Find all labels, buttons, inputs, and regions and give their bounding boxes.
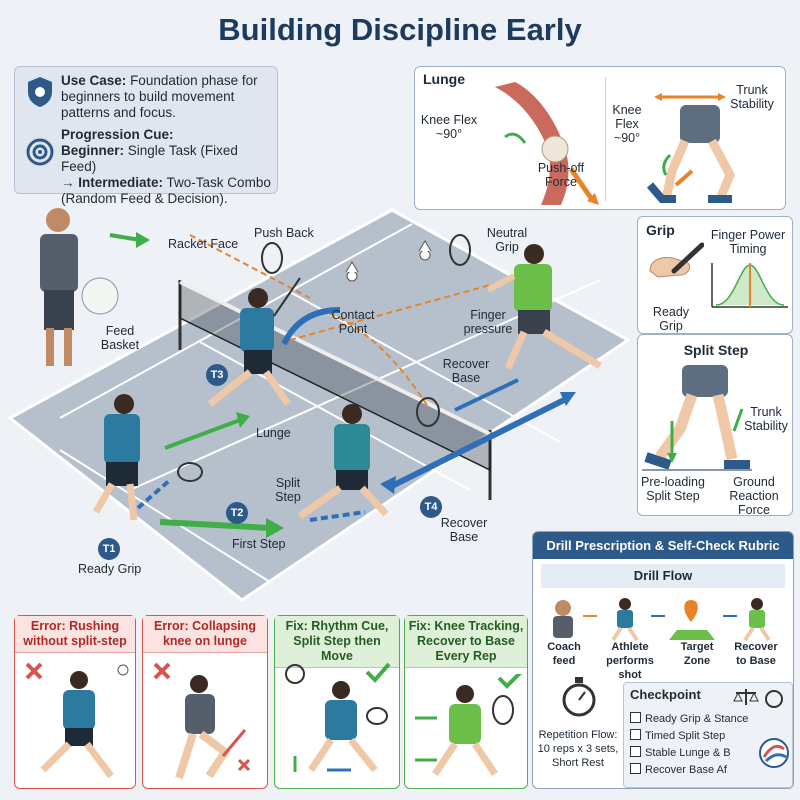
drill-flow-icons xyxy=(553,598,771,642)
rushing-player-illustration xyxy=(25,662,129,779)
fix-card-rhythm: Fix: Rhythm Cue, Split Step then Move xyxy=(274,615,400,789)
recover-base-label-bottom: Recover Base xyxy=(440,516,488,544)
player-top-right xyxy=(449,234,602,370)
check-icon xyxy=(365,662,391,683)
grip-title: Grip xyxy=(646,222,675,238)
checklist-item[interactable]: Timed Split Step xyxy=(630,728,748,745)
preloading-label: Pre-loading Split Step xyxy=(641,475,705,503)
info-box: Use Case: Foundation phase for beginners… xyxy=(14,66,278,206)
lunge-label: Lunge xyxy=(256,426,291,440)
checkpoint-box: Checkpoint Ready Grip & Stance Timed Spl… xyxy=(623,682,793,788)
t1-marker: T1 xyxy=(98,538,120,560)
intermediate-text: Two-Task Combo (Random Feed & Decision). xyxy=(61,175,271,206)
error-card-title: Error: Collapsing knee on lunge xyxy=(143,616,267,653)
academy-logo-icon xyxy=(759,738,789,768)
knee-illustration xyxy=(495,82,599,205)
checklist-item[interactable]: Stable Lunge & B xyxy=(630,745,748,762)
finger-pressure-label: Finger pressure xyxy=(463,308,513,336)
split-step-label: Split Step xyxy=(275,476,301,504)
page-title: Building Discipline Early xyxy=(218,12,582,47)
use-case-text: Foundation phase for beginners to build … xyxy=(61,73,258,120)
push-back-label: Push Back xyxy=(254,226,314,240)
target-icon xyxy=(26,138,54,166)
knee-flex-label: Knee Flex ~90° xyxy=(420,113,478,141)
hand-grip-icon xyxy=(649,242,704,278)
lunge-panel: Lunge Knee Flex ~90° Push-off Force Knee… xyxy=(414,66,786,210)
error-card-rushing: Error: Rushing without split-step xyxy=(14,615,136,789)
split-step-legs xyxy=(642,365,752,471)
ready-grip-label: Ready Grip xyxy=(652,305,690,333)
progression-label: Progression Cue: xyxy=(61,127,174,142)
shuttlecock-icon xyxy=(345,261,359,282)
checklist-item[interactable]: Recover Base Af xyxy=(630,762,748,779)
racket-face-label: Racket Face xyxy=(168,237,239,251)
fix-card-title: Fix: Knee Tracking, Recover to Base Ever… xyxy=(405,616,527,668)
rhythm-cue-illustration xyxy=(285,662,391,773)
rubric-title: Drill Prescription & Self-Check Rubric xyxy=(533,532,793,559)
knee-flex-label-2: Knee Flex ~90° xyxy=(612,103,642,145)
checklist-item[interactable]: Ready Grip & Stance xyxy=(630,711,748,728)
flow-step-coach: Coach feed xyxy=(547,641,581,667)
trunk-stability-label-2: Trunk Stability xyxy=(744,405,788,433)
badminton-court xyxy=(7,208,631,602)
stopwatch-icon xyxy=(562,677,596,717)
balance-scale-icon xyxy=(733,689,783,708)
coach-figure xyxy=(40,208,119,366)
drill-rubric-panel: Drill Prescription & Self-Check Rubric D… xyxy=(532,531,794,789)
neutral-grip-label: Neutral Grip xyxy=(486,226,528,254)
trunk-stability-label: Trunk Stability xyxy=(730,83,774,111)
use-case-label: Use Case: xyxy=(61,73,127,88)
beginner-text: Single Task (Fixed Feed) xyxy=(61,143,238,174)
flow-step-recover: Recover to Base xyxy=(734,641,778,667)
error-card-collapsing: Error: Collapsing knee on lunge xyxy=(142,615,268,789)
lunge-figure xyxy=(646,93,735,203)
finger-power-label: Finger Power Timing xyxy=(710,228,786,256)
repetition-flow-text: Repetition Flow: 10 reps x 3 sets, Short… xyxy=(537,729,619,769)
ground-reaction-label: Ground Reaction Force xyxy=(729,475,779,517)
intermediate-label: → Intermediate: xyxy=(61,175,164,190)
t3-marker: T3 xyxy=(206,364,228,386)
lunge-title: Lunge xyxy=(423,71,465,87)
grip-panel: Grip Finger Power Timing Ready Grip xyxy=(637,216,793,334)
fix-card-knee-tracking: Fix: Knee Tracking, Recover to Base Ever… xyxy=(404,615,528,789)
recover-base-label-top: Recover Base xyxy=(442,357,490,385)
split-step-panel: Split Step Trunk Stability Pre-loading S… xyxy=(637,334,793,517)
fix-card-title: Fix: Rhythm Cue, Split Step then Move xyxy=(275,616,399,668)
collapsing-knee-illustration xyxy=(153,662,251,780)
t2-marker: T2 xyxy=(226,502,248,524)
player-middle xyxy=(297,397,440,519)
drill-flow-title: Drill Flow xyxy=(541,564,785,588)
timing-graph xyxy=(711,263,788,308)
check-icon xyxy=(497,674,522,689)
error-card-title: Error: Rushing without split-step xyxy=(15,616,135,653)
push-off-label: Push-off Force xyxy=(537,161,585,189)
flow-step-athlete: Athlete performs shot xyxy=(606,641,654,681)
knee-tracking-illustration xyxy=(415,674,522,776)
player-left xyxy=(92,394,203,521)
shuttlecock-icon xyxy=(418,240,432,261)
flow-step-target: Target Zone xyxy=(680,641,714,667)
split-step-title: Split Step xyxy=(683,342,749,358)
stopwatch-icon xyxy=(285,664,305,684)
player-top-left xyxy=(207,242,301,407)
shield-icon xyxy=(28,77,52,107)
first-step-label: First Step xyxy=(232,537,286,551)
beginner-label: Beginner: xyxy=(61,143,125,158)
contact-point-label: Contact Point xyxy=(331,308,375,336)
ready-grip-court-label: Ready Grip xyxy=(78,562,142,576)
feed-basket-label: Feed Basket xyxy=(100,324,140,352)
checkpoint-title: Checkpoint xyxy=(630,687,701,702)
t4-marker: T4 xyxy=(420,496,442,518)
